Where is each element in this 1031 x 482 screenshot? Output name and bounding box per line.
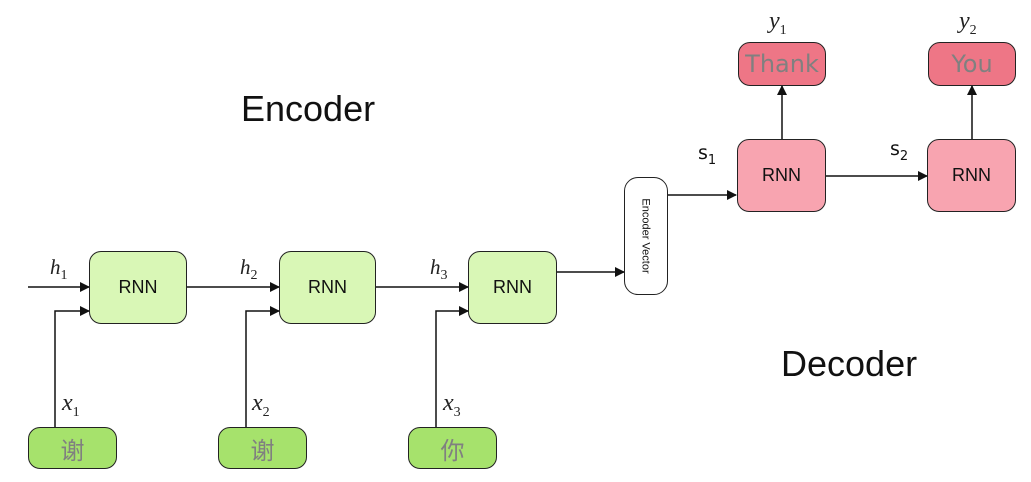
label-x1: x1 [62, 390, 80, 420]
encoder-title: Encoder [241, 88, 376, 129]
label-x2: x2 [252, 390, 270, 420]
encoder-rnn-cell-3: RNN [468, 251, 557, 324]
rnn-label: RNN [493, 277, 532, 297]
label-s2: s2 [890, 138, 909, 164]
token-text: 谢 [60, 436, 85, 465]
encoder-vector-label: Encoder Vector [640, 198, 652, 274]
token-text: Thank [745, 50, 819, 78]
arrow-x1 [54, 306, 90, 427]
rnn-label: RNN [308, 277, 347, 297]
input-token-3: 你 [408, 427, 497, 469]
rnn-label: RNN [118, 277, 158, 297]
label-h1: h1 [50, 255, 68, 284]
label-x3: x3 [443, 390, 461, 420]
encoder-rnn-cell-1: RNN [89, 251, 187, 324]
input-token-1: 谢 [28, 427, 117, 469]
token-text: 谢 [250, 436, 275, 465]
label-y1: y1 [769, 8, 787, 38]
decoder-title: Decoder [781, 343, 918, 384]
rnn-label: RNN [762, 165, 801, 185]
output-token-2: You [928, 42, 1016, 86]
label-y2: y2 [959, 8, 977, 38]
arrow-x3 [435, 306, 469, 427]
input-token-2: 谢 [218, 427, 307, 469]
label-h2: h2 [240, 255, 258, 284]
encoder-vector: Encoder Vector [624, 177, 668, 295]
decoder-rnn-cell-2: RNN [927, 139, 1016, 212]
token-text: You [951, 50, 993, 78]
label-h3: h3 [430, 255, 448, 284]
token-text: 你 [440, 436, 465, 465]
encoder-rnn-cell-2: RNN [279, 251, 376, 324]
decoder-rnn-cell-1: RNN [737, 139, 826, 212]
label-s1: s1 [698, 142, 717, 168]
rnn-label: RNN [952, 165, 991, 185]
output-token-1: Thank [738, 42, 826, 86]
arrow-x2 [245, 306, 280, 427]
